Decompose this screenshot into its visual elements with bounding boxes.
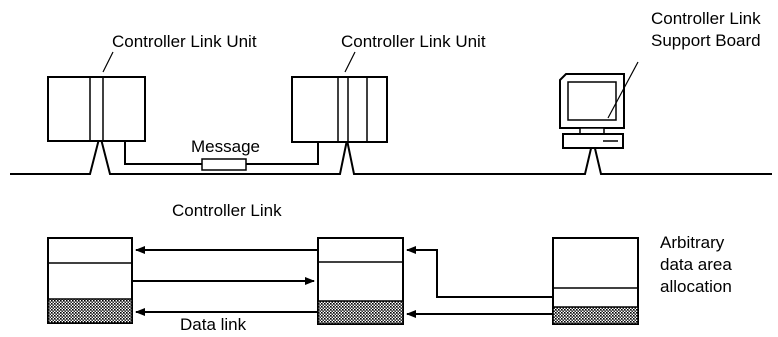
left-plc-unit [47,51,146,142]
data-area-right [552,237,639,325]
data-link-arrows [132,246,553,318]
middle-plc-unit [291,51,388,143]
label-arbitrary-line3: allocation [660,277,732,296]
data-area-left [47,237,133,324]
computer-support-board [559,61,639,149]
label-message: Message [191,137,260,156]
data-area-middle [317,237,404,325]
label-support-board-line1: Controller Link [651,9,761,28]
label-unit-middle: Controller Link Unit [341,32,486,51]
label-arbitrary-line2: data area [660,255,732,274]
message-path [124,141,319,171]
label-data-link: Data link [180,315,247,334]
label-arbitrary-line1: Arbitrary [660,233,725,252]
label-network: Controller Link [172,201,282,220]
label-support-board-line2: Support Board [651,31,761,50]
label-unit-left: Controller Link Unit [112,32,257,51]
